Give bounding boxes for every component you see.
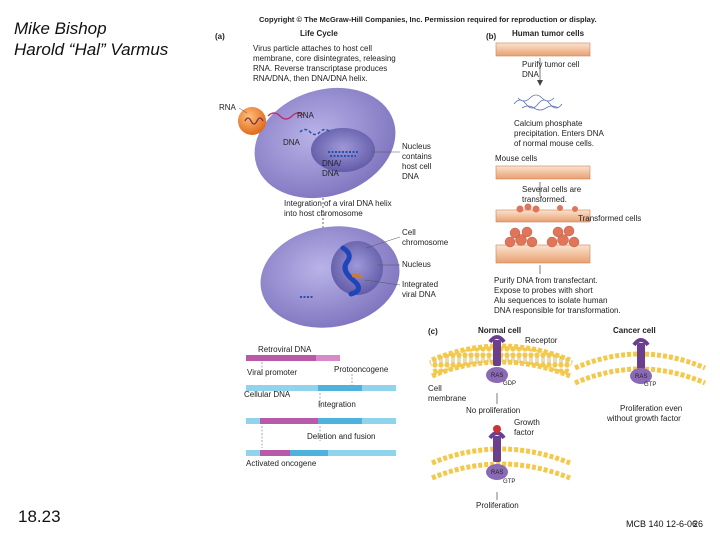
panel-c xyxy=(428,335,706,500)
footer-course: MCB 140 12-6-06 xyxy=(626,519,698,529)
transformed-cells-large xyxy=(504,225,580,248)
cell-membrane-2: membrane xyxy=(428,394,467,403)
panel-a-tag: (a) xyxy=(215,32,225,41)
ras-cancer-label: RAS xyxy=(635,374,647,380)
cancer-cell-label: Cancer cell xyxy=(613,326,656,335)
mouse-cells-label: Mouse cells xyxy=(495,154,537,163)
dish-tumor xyxy=(495,42,591,57)
gdp-label: GDP xyxy=(503,381,516,387)
purify-2: DNA xyxy=(522,70,540,79)
cell-membrane-1: Cell xyxy=(428,384,442,393)
viral-rna-coil xyxy=(244,117,264,125)
retroviral-bar xyxy=(246,355,316,361)
dna-inner: DNA xyxy=(283,138,301,147)
ras-growth-label: RAS xyxy=(491,470,503,476)
rna-strand xyxy=(267,112,305,120)
several-1: Several cells are xyxy=(522,185,582,194)
probe-2: Expose to probes with short xyxy=(494,286,593,295)
dish-mouse xyxy=(495,165,591,180)
author-line-2: Harold “Hal” Varmus xyxy=(14,40,169,59)
nucleus-note-3: host cell xyxy=(402,162,432,171)
gtp-cancer-label: GTP xyxy=(644,382,656,388)
leaders-a xyxy=(238,107,401,286)
figure-number: 18.23 xyxy=(18,507,61,526)
several-2: transformed. xyxy=(522,195,567,204)
calcium-2: precipitation. Enters DNA xyxy=(514,129,604,138)
page-number: 26 xyxy=(693,519,704,529)
rna-dna-strand xyxy=(299,128,331,136)
growth-factor xyxy=(493,425,501,433)
nucleus-note-1: Nucleus xyxy=(402,142,431,151)
integration-label: Integration xyxy=(318,400,356,409)
purify-1: Purify tumor cell xyxy=(522,60,580,69)
viral-promoter-label: Viral promoter xyxy=(247,368,297,377)
probe-4: DNA responsible for transformation. xyxy=(494,306,621,315)
ras-normal-label: RAS xyxy=(491,373,503,379)
panel-b-tag: (b) xyxy=(486,32,497,41)
dish-colonies xyxy=(495,244,591,264)
nucleus-lower xyxy=(331,241,383,295)
ras-normal xyxy=(486,367,508,383)
prolif-even-2: without growth factor xyxy=(606,414,681,423)
cell-chromosome-1: Cell xyxy=(402,228,416,237)
rna-label: RNA xyxy=(219,103,237,112)
probe-1: Purify DNA from transfectant. xyxy=(494,276,598,285)
integrated-2: viral DNA xyxy=(402,290,436,299)
nucleus-label: Nucleus xyxy=(402,260,431,269)
growth-factor-2: factor xyxy=(514,428,534,437)
integrated-1: Integrated xyxy=(402,280,438,289)
receptor-growth xyxy=(493,436,501,462)
receptor-label: Receptor xyxy=(525,336,558,345)
transformed-label: Transformed cells xyxy=(578,214,641,223)
step2-line2: into host chromosome xyxy=(284,209,363,218)
step1-line2: membrane, core disintegrates, releasing xyxy=(253,54,396,63)
dna-tangle xyxy=(513,94,563,111)
dna-dna-1: DNA/ xyxy=(322,159,342,168)
step1-line3: RNA. Reverse transcriptase produces xyxy=(253,64,387,73)
receptor-cancer xyxy=(637,343,645,369)
human-tumor-label: Human tumor cells xyxy=(512,29,585,38)
no-proliferation: No proliferation xyxy=(466,406,520,415)
panel-d xyxy=(246,355,396,456)
dna-dna-2: DNA xyxy=(322,169,340,178)
transformed-cells-small xyxy=(516,203,578,213)
step1-line1: Virus particle attaches to host cell xyxy=(253,44,372,53)
dish-transformed xyxy=(495,209,591,223)
calcium-3: of normal mouse cells. xyxy=(514,139,594,148)
cell-chromosome-2: chromosome xyxy=(402,238,449,247)
copyright-line: Copyright © The McGraw-Hill Companies, I… xyxy=(259,15,597,24)
panel-a xyxy=(238,87,401,328)
cell-chromosome xyxy=(340,245,361,297)
panel-c-tag: (c) xyxy=(428,327,438,336)
rna-inner: RNA xyxy=(297,111,315,120)
activated-label: Activated oncogene xyxy=(246,459,317,468)
calcium-1: Calcium phosphate xyxy=(514,119,583,128)
ras-cancer xyxy=(630,368,652,384)
dna-dashes-upper xyxy=(328,151,358,157)
cellular-label: Cellular DNA xyxy=(244,390,291,399)
life-cycle-title: Life Cycle xyxy=(300,29,338,38)
panel-b xyxy=(495,42,591,274)
integrated-viral-dna xyxy=(351,273,364,280)
protooncogene-label: Protooncogene xyxy=(334,365,389,374)
nucleus-note-2: contains xyxy=(402,152,432,161)
nucleus-note-4: DNA xyxy=(402,172,420,181)
receptor-normal xyxy=(493,340,501,366)
prolif-even-1: Proliferation even xyxy=(620,404,682,413)
normal-cell-label: Normal cell xyxy=(478,326,521,335)
gtp-growth-label: GTP xyxy=(503,479,515,485)
author-line-1: Mike Bishop xyxy=(14,19,107,38)
retroviral-label: Retroviral DNA xyxy=(258,345,312,354)
step1-line4: RNA/DNA, then DNA/DNA helix. xyxy=(253,74,368,83)
step2-line1: Integration of a viral DNA helix xyxy=(284,199,392,208)
probe-3: Alu sequences to isolate human xyxy=(494,296,607,305)
growth-factor-1: Growth xyxy=(514,418,540,427)
ras-growth xyxy=(486,464,508,480)
host-cell-lower xyxy=(260,226,400,328)
nucleus-upper xyxy=(311,128,375,172)
proliferation-label: Proliferation xyxy=(476,501,519,510)
virus-particle xyxy=(238,107,266,135)
deletion-label: Deletion and fusion xyxy=(307,432,376,441)
